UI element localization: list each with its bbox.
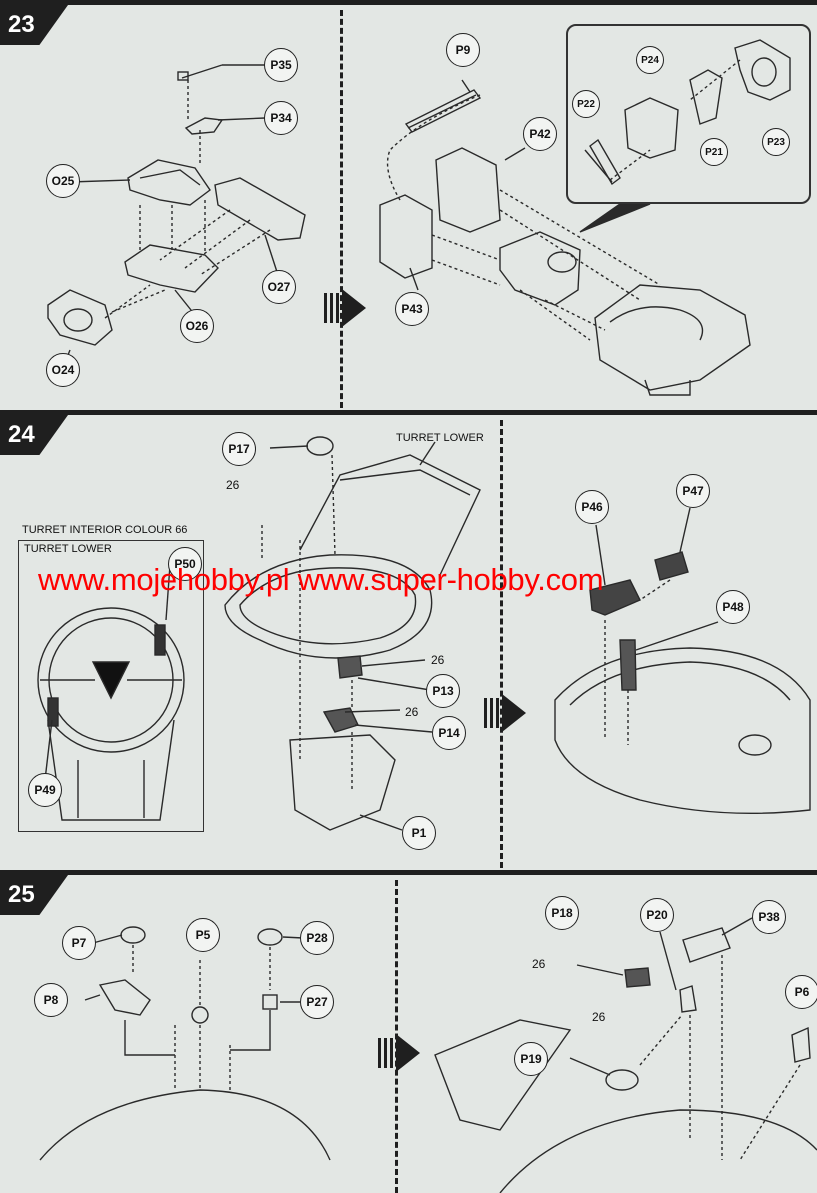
part-callout-p38: P38 [752,900,786,934]
section-band-top [0,0,817,5]
watermark-text: www.mojehobby.pl www.super-hobby.com [38,562,604,597]
part-callout-p46: P46 [575,490,609,524]
part-callout-p8: P8 [34,983,68,1017]
part-callout-p1: P1 [402,816,436,850]
part-callout-p24: P24 [636,46,664,74]
part-callout-o27: O27 [262,270,296,304]
next-arrow-icon [378,1034,420,1072]
part-callout-p22: P22 [572,90,600,118]
part-callout-p48: P48 [716,590,750,624]
next-arrow-icon [324,289,366,327]
next-arrow-icon [484,694,526,732]
divider-step24 [500,420,503,868]
part-callout-p13: P13 [426,674,460,708]
part-callout-o26: O26 [180,309,214,343]
part-callout-p34: P34 [264,101,298,135]
paint-code-label: 26 [592,1010,606,1024]
part-callout-o25: O25 [46,164,80,198]
part-callout-p5: P5 [186,918,220,952]
part-callout-p47: P47 [676,474,710,508]
detail-inset [566,24,811,204]
part-callout-p9: P9 [446,33,480,67]
part-callout-p19: P19 [514,1042,548,1076]
part-callout-p17: P17 [222,432,256,466]
paint-code-label: 26 [405,705,419,719]
paint-code-label: 26 [431,653,445,667]
part-callout-p21: P21 [700,138,728,166]
part-callout-p7: P7 [62,926,96,960]
part-callout-p50: P50 [168,547,202,581]
turret-lower-label: TURRET LOWER [396,432,484,444]
section-band-25 [0,870,817,875]
part-callout-p6: P6 [785,975,817,1009]
interior-detail-box [18,540,204,832]
part-callout-p43: P43 [395,292,429,326]
part-callout-p42: P42 [523,117,557,151]
part-callout-p49: P49 [28,773,62,807]
paint-code-label: 26 [226,478,240,492]
part-callout-p35: P35 [264,48,298,82]
part-callout-p14: P14 [432,716,466,750]
part-callout-p27: P27 [300,985,334,1019]
part-callout-p23: P23 [762,128,790,156]
interior-box-label: TURRET LOWER [24,543,112,555]
part-callout-p20: P20 [640,898,674,932]
section-band-24 [0,410,817,415]
part-callout-p28: P28 [300,921,334,955]
paint-code-label: 26 [532,957,546,971]
part-callout-o24: O24 [46,353,80,387]
divider-step23 [340,10,343,408]
part-callout-p18: P18 [545,896,579,930]
interior-colour-label: TURRET INTERIOR COLOUR 66 [22,524,188,536]
